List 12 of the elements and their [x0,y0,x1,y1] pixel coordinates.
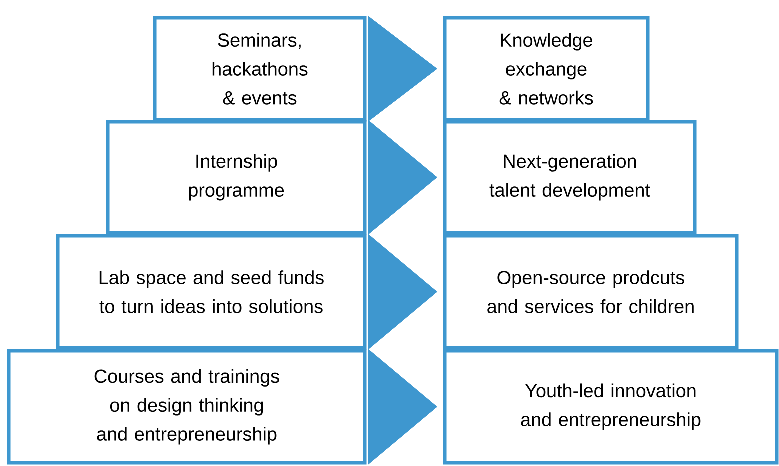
arrow [368,16,438,122]
text-box: Knowledge exchange & networks [443,16,650,122]
text-box: Lab space and seed funds to turn ideas into solutions [56,234,367,350]
arrow [368,234,438,350]
text-box: Seminars, hackathons & events [153,16,367,122]
text-box: Youth-led innovation and entrepreneurship [443,349,779,465]
arrow [368,120,438,235]
arrow [368,349,438,465]
text-box: Next-generation talent development [443,120,697,235]
text-box: Internship programme [106,120,367,235]
text-box: Open-source prodcuts and services for children [443,234,739,350]
text-box: Courses and trainings on design thinking and entrepreneurship [7,349,367,465]
